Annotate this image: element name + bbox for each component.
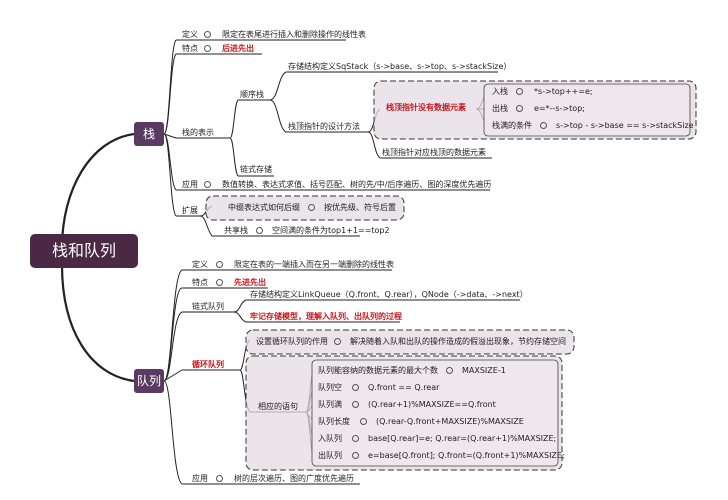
enqueue-text: base[Q.rear]=e; Q.rear=(Q.rear+1)%MAXSIZ… — [368, 434, 557, 443]
note-icon — [352, 384, 359, 391]
stack-app-text: 数值转换、表达式求值、括号匹配、树的先/中/后序遍历、图的深度优先遍历 — [222, 180, 492, 189]
stack-repr-label: 栈的表示 — [182, 128, 214, 137]
statements-label: 相应的语句 — [258, 402, 298, 411]
queue-app-text: 树的层次遍历、图的广度优先遍历 — [234, 474, 354, 483]
enqueue-label: 入队列 — [318, 434, 342, 443]
circ-purpose-callout — [245, 329, 575, 355]
stack-node: 栈 — [134, 122, 164, 146]
queue-feat-text: 先进先出 — [234, 278, 266, 287]
linked-queue-note: 牢记存储模型，理解入队列、出队列的过程 — [250, 312, 402, 321]
queue-def-text: 限定在表的一端插入而在另一端删除的线性表 — [234, 260, 394, 269]
note-icon — [516, 105, 523, 112]
note-icon — [334, 338, 341, 345]
infix-text: 按优先级、符号后置 — [324, 203, 396, 212]
circ-purpose-text: 解决随着入队和出队的操作造成的假溢出现象，节约存储空间 — [350, 337, 566, 346]
queue-full-label: 队列满 — [318, 400, 342, 409]
note-icon — [352, 435, 359, 442]
queue-ops-group — [311, 359, 559, 467]
push-text: *s->top++=e; — [534, 87, 593, 96]
queue-feat-label: 特点 — [192, 278, 208, 287]
note-icon — [446, 367, 453, 374]
queue-node: 队列 — [134, 369, 164, 393]
seq-stack-label: 顺序栈 — [240, 90, 264, 99]
note-icon — [352, 452, 359, 459]
length-text: (Q.rear-Q.front+MAXSIZE)%MAXSIZE — [376, 417, 524, 426]
full-label: 栈满的条件 — [492, 121, 532, 130]
note-icon — [256, 227, 263, 234]
stack-def-text: 限定在表尾进行插入和删除操作的线性表 — [222, 30, 366, 39]
max-text: MAXSIZE-1 — [462, 366, 506, 375]
stack-app-label: 应用 — [182, 180, 198, 189]
linked-storage-label: 链式存储 — [240, 165, 272, 174]
note-icon — [352, 401, 359, 408]
note-icon — [516, 88, 523, 95]
share-stack-text: 空间满的条件为top1+1==top2 — [272, 226, 390, 235]
note-icon — [360, 418, 367, 425]
note-icon — [308, 204, 315, 211]
queue-full-text: (Q.rear+1)%MAXSIZE==Q.front — [368, 400, 496, 409]
pop-text: e=*--s->top; — [534, 104, 585, 113]
note-icon — [204, 181, 211, 188]
stack-feat-text: 后进先出 — [222, 44, 254, 53]
linked-queue-struct: 存储结构定义LinkQueue（Q.front、Q.rear），QNode（->… — [250, 290, 528, 299]
note-icon — [204, 31, 211, 38]
note-icon — [216, 279, 223, 286]
queue-def-label: 定义 — [192, 260, 208, 269]
note-icon — [216, 475, 223, 482]
circ-queue-label: 循环队列 — [192, 360, 224, 369]
no-elem-label: 栈顶指针没有数据元素 — [386, 103, 466, 112]
empty-label: 队列空 — [318, 383, 342, 392]
top-elem-label: 栈顶指针对应栈顶的数据元素 — [382, 148, 486, 157]
extend-callout — [205, 195, 405, 221]
seq-struct-text: 存储结构定义SqStack（s->base、s->top、s->stackSiz… — [288, 62, 512, 71]
pop-label: 出栈 — [492, 104, 508, 113]
note-icon — [216, 261, 223, 268]
infix-label: 中缀表达式如何后缀 — [228, 203, 300, 212]
stack-ext-label: 扩展 — [182, 206, 198, 215]
note-icon — [204, 45, 211, 52]
share-stack-label: 共享栈 — [224, 226, 248, 235]
stack-def-label: 定义 — [182, 30, 198, 39]
stack-feat-label: 特点 — [182, 44, 198, 53]
linked-queue-label: 链式队列 — [192, 302, 224, 311]
circ-purpose-label: 设置循环队列的作用 — [256, 337, 328, 346]
queue-app-label: 应用 — [192, 474, 208, 483]
push-pop-group — [483, 83, 691, 137]
note-icon — [540, 122, 547, 129]
max-label: 队列能容纳的数据元素的最大个数 — [318, 366, 438, 375]
push-label: 入栈 — [492, 87, 508, 96]
dequeue-label: 出队列 — [318, 451, 342, 460]
length-label: 队列长度 — [318, 417, 350, 426]
design-method-label: 栈顶指针的设计方法 — [288, 122, 360, 131]
dequeue-text: e=base[Q.front]; Q.front=(Q.front+1)%MAX… — [368, 451, 565, 460]
full-text: s->top - s->base == s->stackSize — [556, 121, 694, 130]
empty-text: Q.front == Q.rear — [368, 383, 440, 392]
root-node: 栈和队列 — [30, 234, 138, 268]
